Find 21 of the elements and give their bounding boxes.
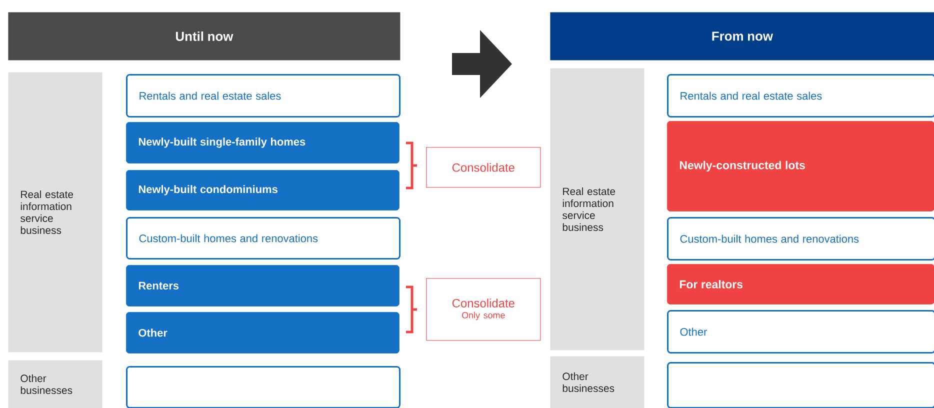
category-box: Other businesses [8, 360, 102, 408]
item-box: Custom-built homes and renovations [667, 217, 934, 260]
item-box: Custom-built homes and renovations [126, 217, 400, 260]
note-box: Consolidate [426, 147, 541, 188]
item-box [126, 366, 400, 408]
item-box: Newly-constructed lots [667, 121, 934, 212]
item-box: Renters [126, 265, 400, 306]
item-box: Other [126, 312, 400, 354]
item-box [667, 362, 934, 408]
note-box: Consolidate Only some [426, 278, 541, 341]
item-box: For realtors [667, 264, 934, 304]
category-box: Other businesses [550, 356, 644, 408]
item-box: Other [667, 310, 934, 354]
item-box: Newly-built condominiums [126, 170, 400, 210]
item-box: Rentals and real estate sales [667, 74, 934, 118]
category-box: Real estate information service business [8, 72, 102, 352]
item-box: Rentals and real estate sales [126, 74, 400, 118]
item-box: Newly-built single-family homes [126, 122, 400, 164]
header-bar: Until now [8, 12, 400, 60]
category-box: Real estate information service business [550, 68, 644, 350]
header-bar: From now [550, 12, 934, 60]
